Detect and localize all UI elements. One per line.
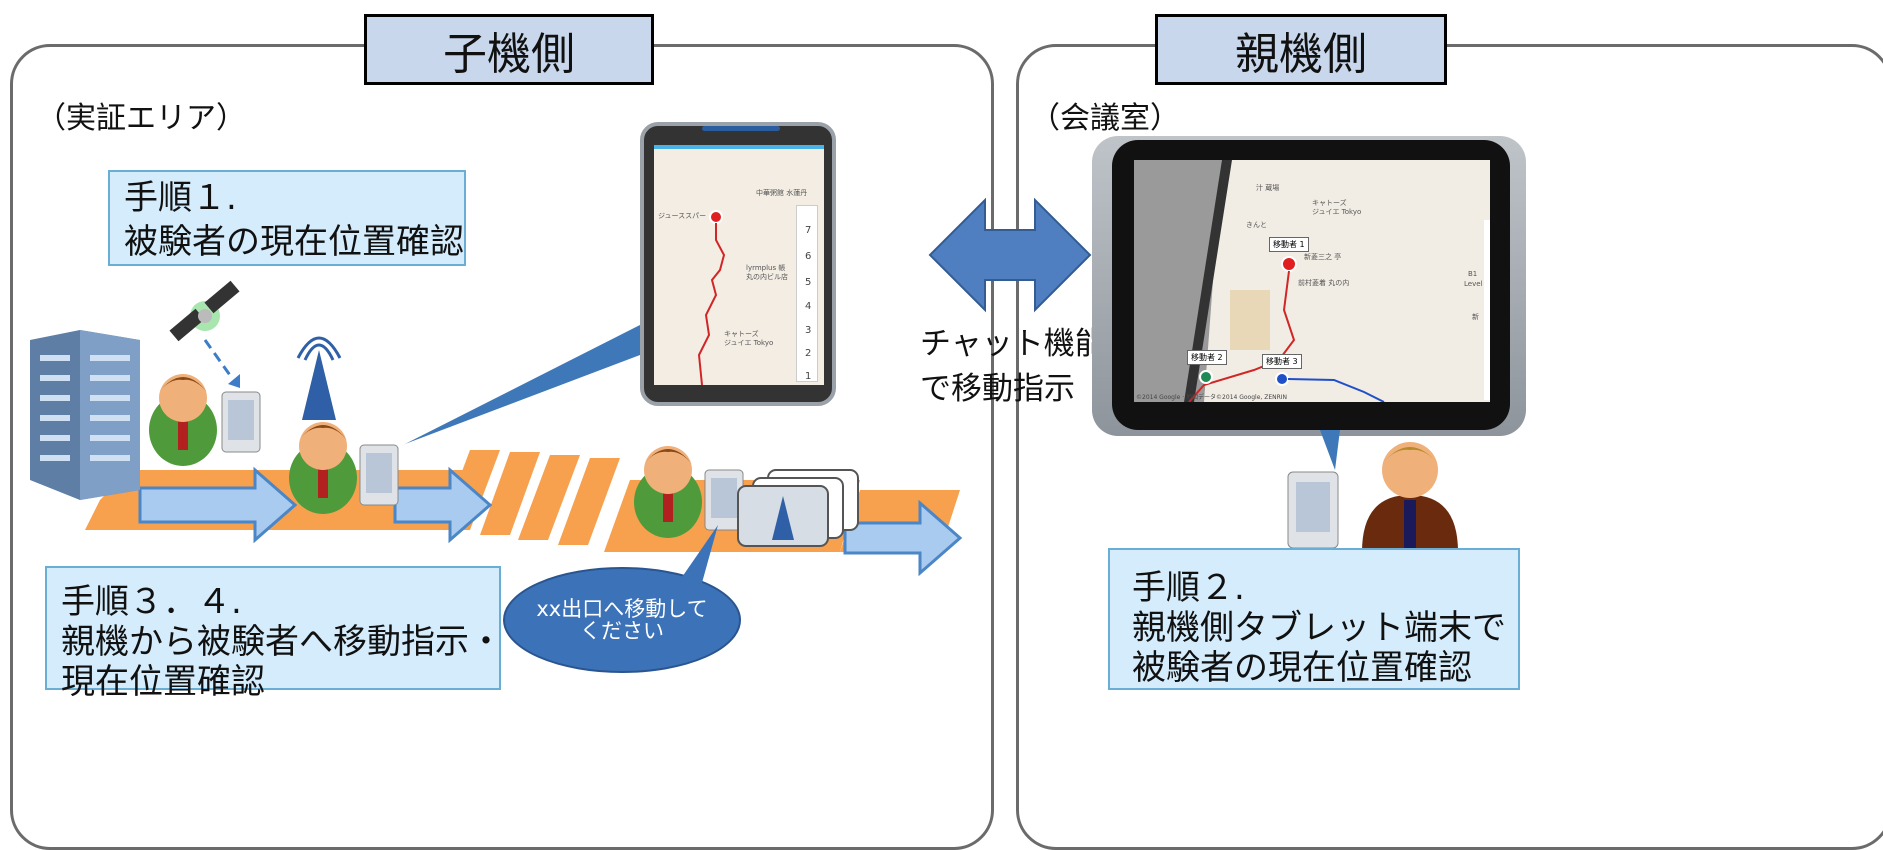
parent-marker-1: 移動者 1 xyxy=(1269,237,1309,252)
demo-area-label: （実証エリア） xyxy=(36,101,246,136)
step1-text: 被験者の現在位置確認 xyxy=(124,222,464,262)
phone-1-icon xyxy=(221,391,261,453)
phone-4-icon xyxy=(1287,471,1339,549)
child-map-label-5: キャトーズ xyxy=(724,330,759,338)
step34-text-2: 現在位置確認 xyxy=(61,662,265,702)
child-map-floor-4: 4 xyxy=(805,301,812,312)
phone-3-icon xyxy=(704,469,744,531)
child-map-floor-3: 3 xyxy=(805,325,812,336)
antenna-tower-icon xyxy=(296,336,342,420)
bubble-line1: xx出口へ移動して xyxy=(536,597,708,621)
parent-map-label-9: 新 xyxy=(1472,313,1479,321)
child-map-floor-bar xyxy=(796,205,818,382)
child-tablet-top-bar xyxy=(702,126,780,131)
chat-line1: チャット機能 xyxy=(920,326,1106,362)
parent-map-label-1: 汁 蔵場 xyxy=(1256,184,1280,192)
child-map-floor-5: 5 xyxy=(805,277,812,288)
child-map-floor-2: 2 xyxy=(805,348,812,359)
parent-map-label-8: Level xyxy=(1464,280,1483,288)
parent-tablet-screen: 移動者 1 移動者 2 移動者 3 汁 蔵場 キャトーズ ジュイエ Tokyo … xyxy=(1134,160,1490,402)
parent-marker-2: 移動者 2 xyxy=(1187,350,1227,365)
parent-tablet-callout xyxy=(1320,430,1340,470)
building-icon xyxy=(30,330,140,500)
step2-box: 手順２. 親機側タブレット端末で 被験者の現在位置確認 xyxy=(1108,548,1520,690)
orange-road-stripe-4 xyxy=(558,458,620,545)
parent-map-copyright: ©2014 Google · 地図データ©2014 Google, ZENRIN xyxy=(1136,394,1288,401)
chat-line2: で移動指示 xyxy=(920,371,1075,407)
bubble-line2: ください xyxy=(580,619,664,643)
bubble-text: xx出口へ移動して ください xyxy=(520,598,724,642)
bidirectional-arrow-icon xyxy=(928,197,1092,313)
child-map-floor-7: 7 xyxy=(805,225,812,236)
parent-marker-3: 移動者 3 xyxy=(1262,354,1302,369)
step2-title: 手順２. xyxy=(1132,568,1245,608)
orange-road-stripe-2 xyxy=(480,452,540,535)
child-map-floor-1: 1 xyxy=(805,371,812,382)
person-2-icon xyxy=(289,422,357,514)
parent-map-label-4: きんと xyxy=(1246,221,1267,229)
step1-title: 手順１. xyxy=(124,178,237,218)
blue-arrow-2 xyxy=(393,466,493,544)
satellite-icon xyxy=(169,280,240,388)
child-map-topbar xyxy=(654,145,824,149)
step34-box: 手順３．４. 親機から被験者へ移動指示・ 現在位置確認 xyxy=(45,566,503,702)
chat-instruction-text: チャット機能 で移動指示 xyxy=(920,322,1106,412)
child-map-label-2: ジューススパー xyxy=(658,212,707,220)
child-side-tab: 子機側 xyxy=(364,14,654,85)
speech-bubble-tail xyxy=(680,525,718,590)
blue-arrow-1 xyxy=(138,466,298,544)
tablet-callout xyxy=(405,325,640,444)
child-map-route xyxy=(697,210,726,385)
parent-map-label-5: 新菱三之 亭 xyxy=(1304,253,1342,261)
parent-map-shapes xyxy=(1134,160,1490,402)
step1-box: 手順１. 被験者の現在位置確認 xyxy=(108,170,466,266)
child-map-label-3: lyrmplus 帳 xyxy=(746,264,786,272)
person-1-icon xyxy=(149,374,217,466)
speech-bubble xyxy=(503,567,741,673)
step2-text-1: 親機側タブレット端末で xyxy=(1132,608,1506,648)
step34-text-1: 親機から被験者へ移動指示・ xyxy=(61,622,503,662)
parent-map-label-2: キャトーズ xyxy=(1312,199,1347,207)
parent-map-label-7: B1 xyxy=(1468,270,1478,278)
step2-text-2: 被験者の現在位置確認 xyxy=(1132,648,1472,688)
child-map-floor-6: 6 xyxy=(805,251,812,262)
child-map-label-6: ジュイエ Tokyo xyxy=(724,339,774,347)
person-3-icon xyxy=(634,446,702,538)
parent-scene xyxy=(1287,430,1458,552)
beacon-panels-icon xyxy=(737,469,859,547)
parent-map-label-6: 前村菱着 丸の内 xyxy=(1298,279,1350,287)
step34-title: 手順３．４. xyxy=(61,582,242,622)
phone-2-icon xyxy=(359,444,399,506)
parent-map-label-3: ジュイエ Tokyo xyxy=(1312,208,1362,216)
child-tablet-screen: 中華粥館 水蓮丹 ジューススパー lyrmplus 帳 丸の内ビル店 キャトーズ… xyxy=(654,145,824,385)
parent-side-tab: 親機側 xyxy=(1155,14,1447,85)
blue-arrow-3 xyxy=(843,499,963,577)
child-map-label-4: 丸の内ビル店 xyxy=(746,273,788,281)
orange-road-stripe-3 xyxy=(518,455,580,540)
supervisor-person-icon xyxy=(1362,442,1458,552)
child-map-label-1: 中華粥館 水蓮丹 xyxy=(756,189,808,197)
meeting-room-label: （会議室） xyxy=(1030,101,1180,136)
left-scene xyxy=(30,280,963,673)
